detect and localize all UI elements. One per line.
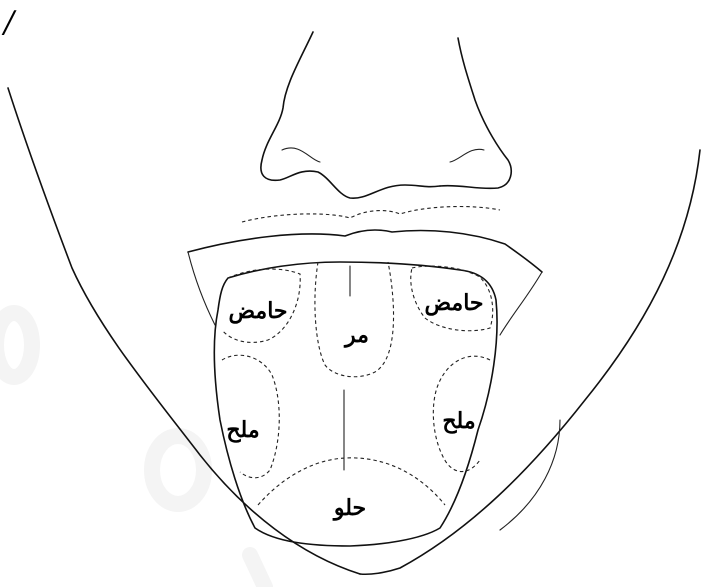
- label-bitter: مر: [343, 322, 369, 348]
- nose-outline: [261, 32, 511, 198]
- bitter-zone: [315, 262, 394, 377]
- label-salty-right: ملح: [442, 408, 475, 434]
- label-sour-right: حامض: [424, 290, 483, 316]
- watermark: [0, 313, 265, 587]
- figure-mark: /: [1, 5, 17, 40]
- label-sour-left: حامض: [228, 298, 287, 324]
- label-sweet: حلو: [332, 495, 366, 521]
- label-salty-left: ملح: [226, 417, 259, 443]
- region-labels: حامض حامض مر ملح ملح حلو: [226, 290, 483, 521]
